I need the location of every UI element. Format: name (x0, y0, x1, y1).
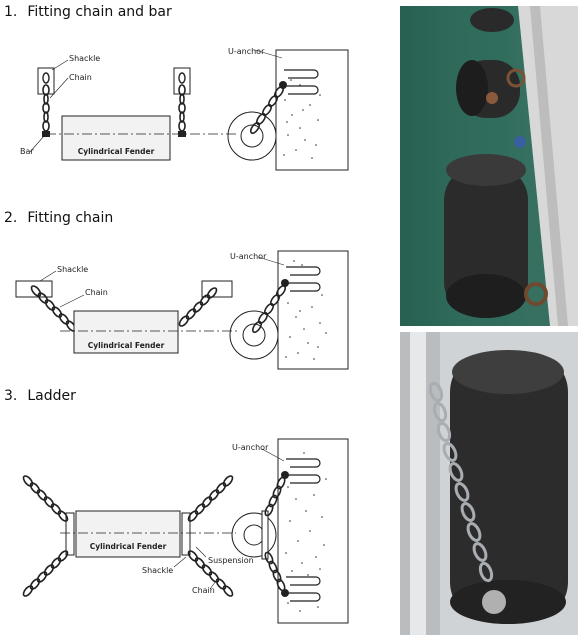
concrete-texture (285, 452, 327, 612)
section-2-title: 2. Fitting chain (4, 210, 113, 226)
label-chain: Chain (192, 586, 215, 595)
label-shackle: Shackle (142, 566, 173, 575)
fender-body (61, 115, 171, 161)
u-anchor-shape (286, 266, 321, 276)
suspension-plate (65, 512, 75, 556)
label-u-anchor: U-anchor (230, 252, 267, 261)
chain-links (251, 284, 287, 334)
u-anchor-shape (284, 85, 319, 95)
label-suspension: Suspension (208, 556, 254, 565)
wall-block (277, 438, 349, 624)
u-anchor-shape (286, 458, 321, 468)
chain-links (22, 475, 234, 597)
photo-fender-with-chain (400, 332, 578, 635)
section-3-number: 3. (4, 388, 18, 404)
chain-links (428, 381, 494, 583)
label-u-anchor: U-anchor (228, 47, 265, 56)
section-1-title: 1. Fitting chain and bar (4, 4, 172, 20)
chain-links (264, 476, 286, 592)
label-shackle: Shackle (69, 54, 100, 63)
concrete-texture (283, 79, 321, 159)
concrete-texture (285, 260, 327, 360)
shackle-plate-right (173, 67, 191, 95)
u-anchor-shape (286, 282, 321, 292)
label-chain: Chain (69, 73, 92, 82)
label-bar: Bar (20, 147, 34, 156)
chain-links (249, 85, 285, 135)
u-anchor-shape (286, 592, 321, 602)
label-shackle: Shackle (57, 265, 88, 274)
u-anchor-shape (284, 69, 319, 79)
suspension-plate (181, 512, 191, 556)
anchor-shackle (281, 279, 289, 287)
fender-body (73, 310, 179, 354)
section-1-heading: Fitting chain and bar (27, 4, 172, 20)
rubber-fender (470, 8, 514, 32)
wall-block (277, 250, 349, 370)
label-fender: Cylindrical Fender (78, 147, 155, 156)
label-u-anchor: U-anchor (232, 443, 269, 452)
diagram-ladder: U-anchor (22, 438, 349, 624)
label-fender: Cylindrical Fender (88, 341, 165, 350)
fender-bore (243, 524, 265, 546)
section-2-heading: Fitting chain (27, 210, 114, 226)
section-2-number: 2. (4, 210, 18, 226)
rubber-fender (450, 352, 568, 622)
shackle-plate-left (15, 280, 53, 298)
fender-body (75, 510, 181, 558)
u-anchor-shape (286, 576, 321, 586)
section-3-title: 3. Ladder (4, 388, 76, 404)
section-3-heading: Ladder (27, 388, 76, 404)
photo-fenders-on-quay (400, 6, 578, 326)
label-chain: Chain (85, 288, 108, 297)
shackle-plate-left (37, 67, 55, 95)
section-1-number: 1. (4, 4, 18, 20)
label-fender: Cylindrical Fender (90, 542, 167, 551)
wall-block (275, 49, 349, 171)
u-anchor-shape (286, 474, 321, 484)
diagram-chain: U-anchor Cylindrical Fender Shackle Chai… (15, 250, 349, 370)
diagram-chain-and-bar: U-anchor Cylindrical Fender Shackle Chai… (20, 47, 349, 171)
